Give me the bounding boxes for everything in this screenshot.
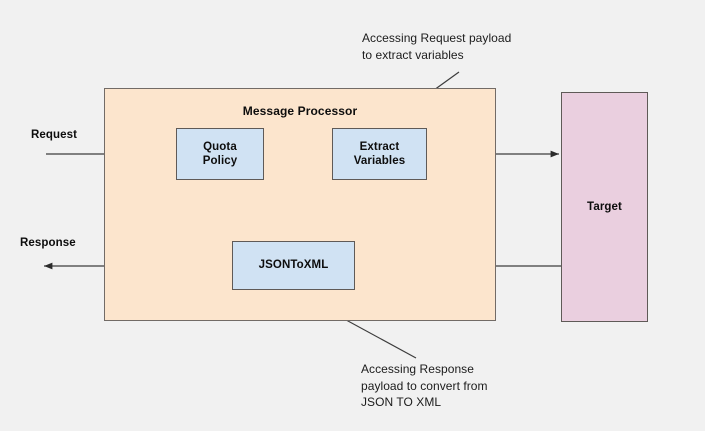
node-extract-variables-label-line1: Extract (359, 140, 400, 153)
endpoint-label-request: Request (31, 129, 78, 141)
node-target-label: Target (587, 200, 622, 213)
node-extract-variables-label-line2: Variables (353, 155, 406, 167)
node-jsontoxml[interactable]: JSONToXML (232, 241, 355, 290)
node-quota-policy-label-line1: Quota (203, 140, 237, 153)
annotation-request-note: Accessing Request payload to extract var… (362, 31, 512, 62)
node-jsontoxml-label: JSONToXML (258, 259, 329, 272)
endpoint-label-response: Response (20, 237, 76, 249)
node-target[interactable]: Target (561, 92, 648, 322)
node-quota-policy-label-line2: Policy (202, 155, 238, 167)
node-message-processor-label: Message Processor (242, 104, 358, 118)
annotation-response-note: Accessing Response payload to convert fr… (361, 362, 488, 410)
